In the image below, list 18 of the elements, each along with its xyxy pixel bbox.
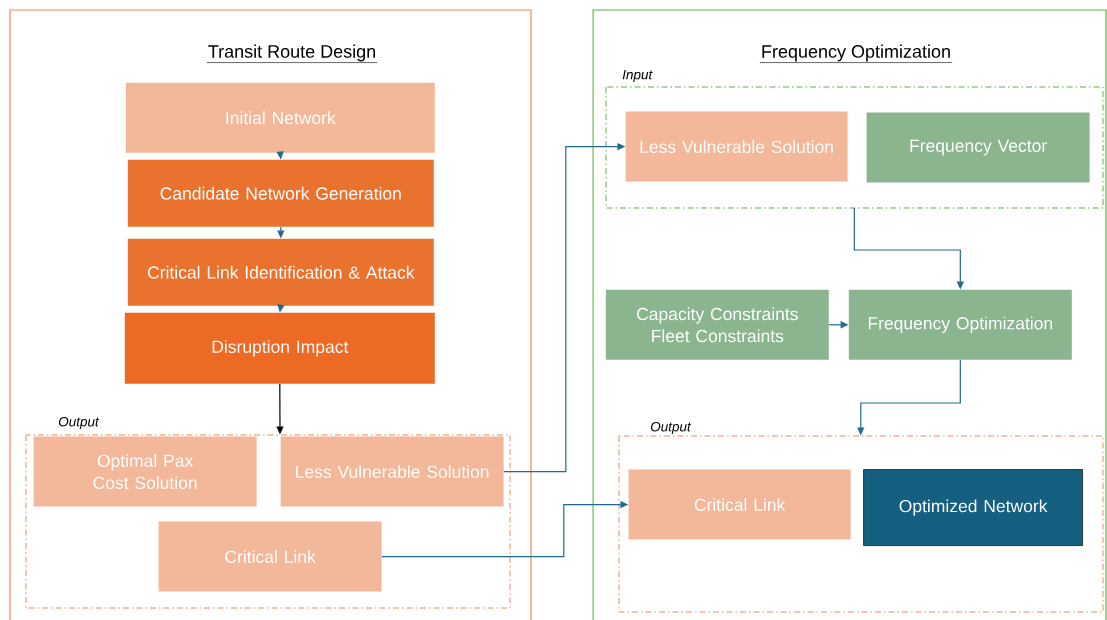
process-box: Optimized Network: [863, 469, 1084, 547]
process-box: Less Vulnerable Solution: [280, 436, 504, 507]
process-box: Disruption Impact: [124, 312, 435, 384]
process-box: Optimal Pax Cost Solution: [33, 436, 257, 507]
process-box: Less Vulnerable Solution: [625, 111, 848, 182]
process-box: Critical Link: [158, 521, 382, 592]
process-box: Capacity Constraints Fleet Constraints: [605, 289, 829, 360]
process-box: Frequency Optimization: [848, 289, 1072, 360]
panel-title: Frequency Optimization: [759, 44, 953, 63]
group-label: Input: [622, 69, 653, 83]
process-box: Initial Network: [125, 82, 435, 153]
process-box: Candidate Network Generation: [127, 159, 434, 227]
process-box: Frequency Vector: [866, 112, 1090, 183]
group-label: Output: [58, 416, 100, 430]
process-box: Critical Link: [628, 469, 851, 540]
panel-title: Transit Route Design: [206, 44, 378, 63]
group-label: Output: [650, 421, 692, 435]
process-box: Critical Link Identification & Attack: [127, 238, 434, 306]
